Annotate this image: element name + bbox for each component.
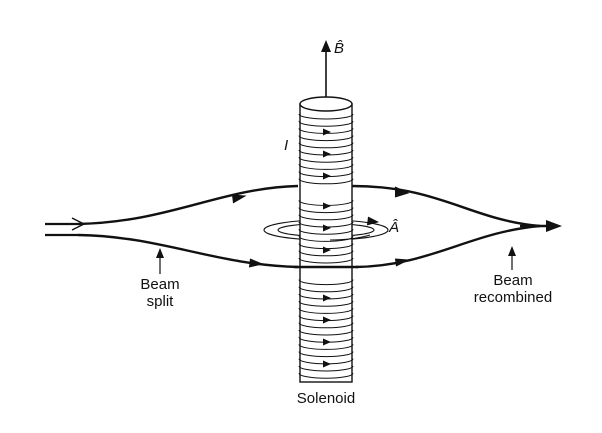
coil-current-arrow xyxy=(323,246,331,254)
coil-winding xyxy=(298,121,354,127)
coil-winding xyxy=(298,301,354,307)
coil-winding xyxy=(298,322,354,329)
coil-current-arrow xyxy=(323,316,331,324)
coil-current-arrow xyxy=(323,202,331,210)
upper-beam-path-left xyxy=(77,184,299,226)
beam-split-label: Beam split xyxy=(128,276,192,310)
solenoid-current-arrows xyxy=(323,128,331,368)
beam-recombined-line2: recombined xyxy=(473,289,553,306)
recombined-beam-arrow xyxy=(520,220,562,232)
solenoid-label: Solenoid xyxy=(296,390,356,407)
beam-split-pointer xyxy=(156,248,164,274)
vector-potential-label: Â xyxy=(389,219,400,236)
coil-winding xyxy=(298,207,354,214)
beam-recombined-pointer xyxy=(508,246,516,270)
vector-potential-front-arc xyxy=(329,234,371,241)
lower-beam-path-right xyxy=(355,224,541,269)
current-label: I xyxy=(284,137,289,154)
coil-winding xyxy=(298,351,354,358)
coil-winding xyxy=(298,373,354,379)
coil-winding xyxy=(298,157,354,163)
coil-winding xyxy=(298,308,354,314)
coil-winding xyxy=(298,365,354,372)
upper-beam-arrow-left xyxy=(231,194,247,204)
lower-beam-path-left xyxy=(77,233,299,269)
coil-current-arrow xyxy=(323,360,331,368)
coil-winding xyxy=(298,279,354,286)
coil-current-arrow xyxy=(323,338,331,346)
solenoid-top-cap xyxy=(299,96,353,112)
coil-winding xyxy=(298,344,354,350)
coil-winding xyxy=(298,164,354,170)
upper-beam-arrow-right xyxy=(394,186,410,198)
solenoid xyxy=(298,96,354,383)
beam-recombined-line1: Beam xyxy=(493,272,533,289)
coil-current-arrow xyxy=(323,224,331,232)
coil-winding xyxy=(298,286,354,293)
coil-winding xyxy=(298,142,354,149)
incoming-beams xyxy=(45,217,86,237)
lower-beam-arrow-right xyxy=(394,258,410,267)
coil-current-arrow xyxy=(323,172,331,180)
coil-winding xyxy=(298,178,354,185)
coil-winding xyxy=(298,329,354,336)
upper-beam-path-right xyxy=(351,184,541,228)
coil-winding xyxy=(298,250,354,257)
coil-winding xyxy=(298,135,354,142)
beam-split-line1: Beam xyxy=(140,276,180,293)
coil-current-arrow xyxy=(323,128,331,136)
lower-beam-arrow-left xyxy=(248,258,264,268)
coil-winding xyxy=(298,257,354,264)
coil-winding xyxy=(298,113,354,120)
b-field-arrow xyxy=(321,40,331,100)
coil-winding xyxy=(298,229,354,235)
beam-recombined-label: Beam recombined xyxy=(468,272,558,306)
coil-winding xyxy=(298,214,354,221)
beam-split-line2: split xyxy=(146,293,174,310)
b-field-label: B̂ xyxy=(334,40,345,57)
coil-current-arrow xyxy=(323,150,331,158)
coil-current-arrow xyxy=(323,294,331,302)
vector-potential-arrow xyxy=(366,216,380,226)
